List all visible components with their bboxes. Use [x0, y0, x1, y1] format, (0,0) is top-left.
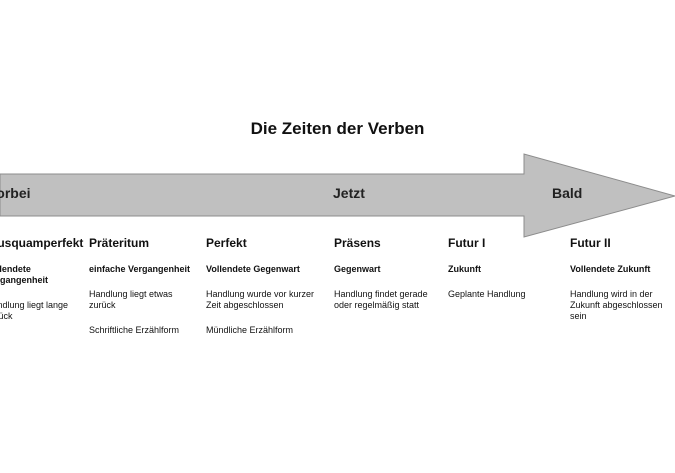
tense-name: Futur I	[448, 236, 486, 250]
timeline-arrow-shape	[0, 153, 675, 238]
tense-column-praeteritum: Präteritum einfache Vergangenheit Handlu…	[89, 236, 197, 336]
tense-type: Vollendete Zukunft	[570, 264, 651, 274]
tense-description: Handlung wurde vor kurzer Zeit abgeschlo…	[206, 289, 315, 310]
tense-type: Gegenwart	[334, 264, 381, 274]
tense-type: Vollendete Vergangenheit	[0, 264, 49, 285]
tense-description: Handlung findet gerade oder regelmäßig s…	[334, 289, 428, 310]
tense-name: Präsens	[334, 236, 381, 250]
tense-description: Handlung wird in der Zukunft abgeschloss…	[570, 289, 663, 321]
tense-column-futur-2: Futur II Vollendete Zukunft Handlung wir…	[570, 236, 670, 336]
tense-name: Futur II	[570, 236, 611, 250]
tense-column-plusquamperfekt: Plusquamperfekt Vollendete Vergangenheit…	[0, 236, 84, 336]
label-future: Bald	[552, 185, 583, 201]
tense-description: Handlung liegt etwas zurück	[89, 289, 173, 310]
tense-type: Vollendete Gegenwart	[206, 264, 300, 274]
label-now: Jetzt	[333, 185, 365, 201]
diagram-title: Die Zeiten der Verben	[250, 119, 425, 138]
tense-column-praesens: Präsens Gegenwart Handlung findet gerade…	[334, 236, 436, 325]
tense-name: Plusquamperfekt	[0, 236, 84, 250]
tense-column-futur-1: Futur I Zukunft Geplante Handlung	[448, 236, 548, 314]
tense-name: Perfekt	[206, 236, 247, 250]
tense-example: Mündliche Erzählform	[206, 325, 294, 335]
tense-description: Handlung liegt lange zurück	[0, 300, 69, 321]
tense-type: Zukunft	[448, 264, 481, 274]
tense-column-perfekt: Perfekt Vollendete Gegenwart Handlung wu…	[206, 236, 320, 336]
tense-description: Geplante Handlung	[448, 289, 526, 299]
tense-name: Präteritum	[89, 236, 150, 250]
label-past: Vorbei	[0, 185, 31, 201]
tense-type: einfache Vergangenheit	[89, 264, 191, 274]
tense-example: Schriftliche Erzählform	[89, 325, 180, 335]
